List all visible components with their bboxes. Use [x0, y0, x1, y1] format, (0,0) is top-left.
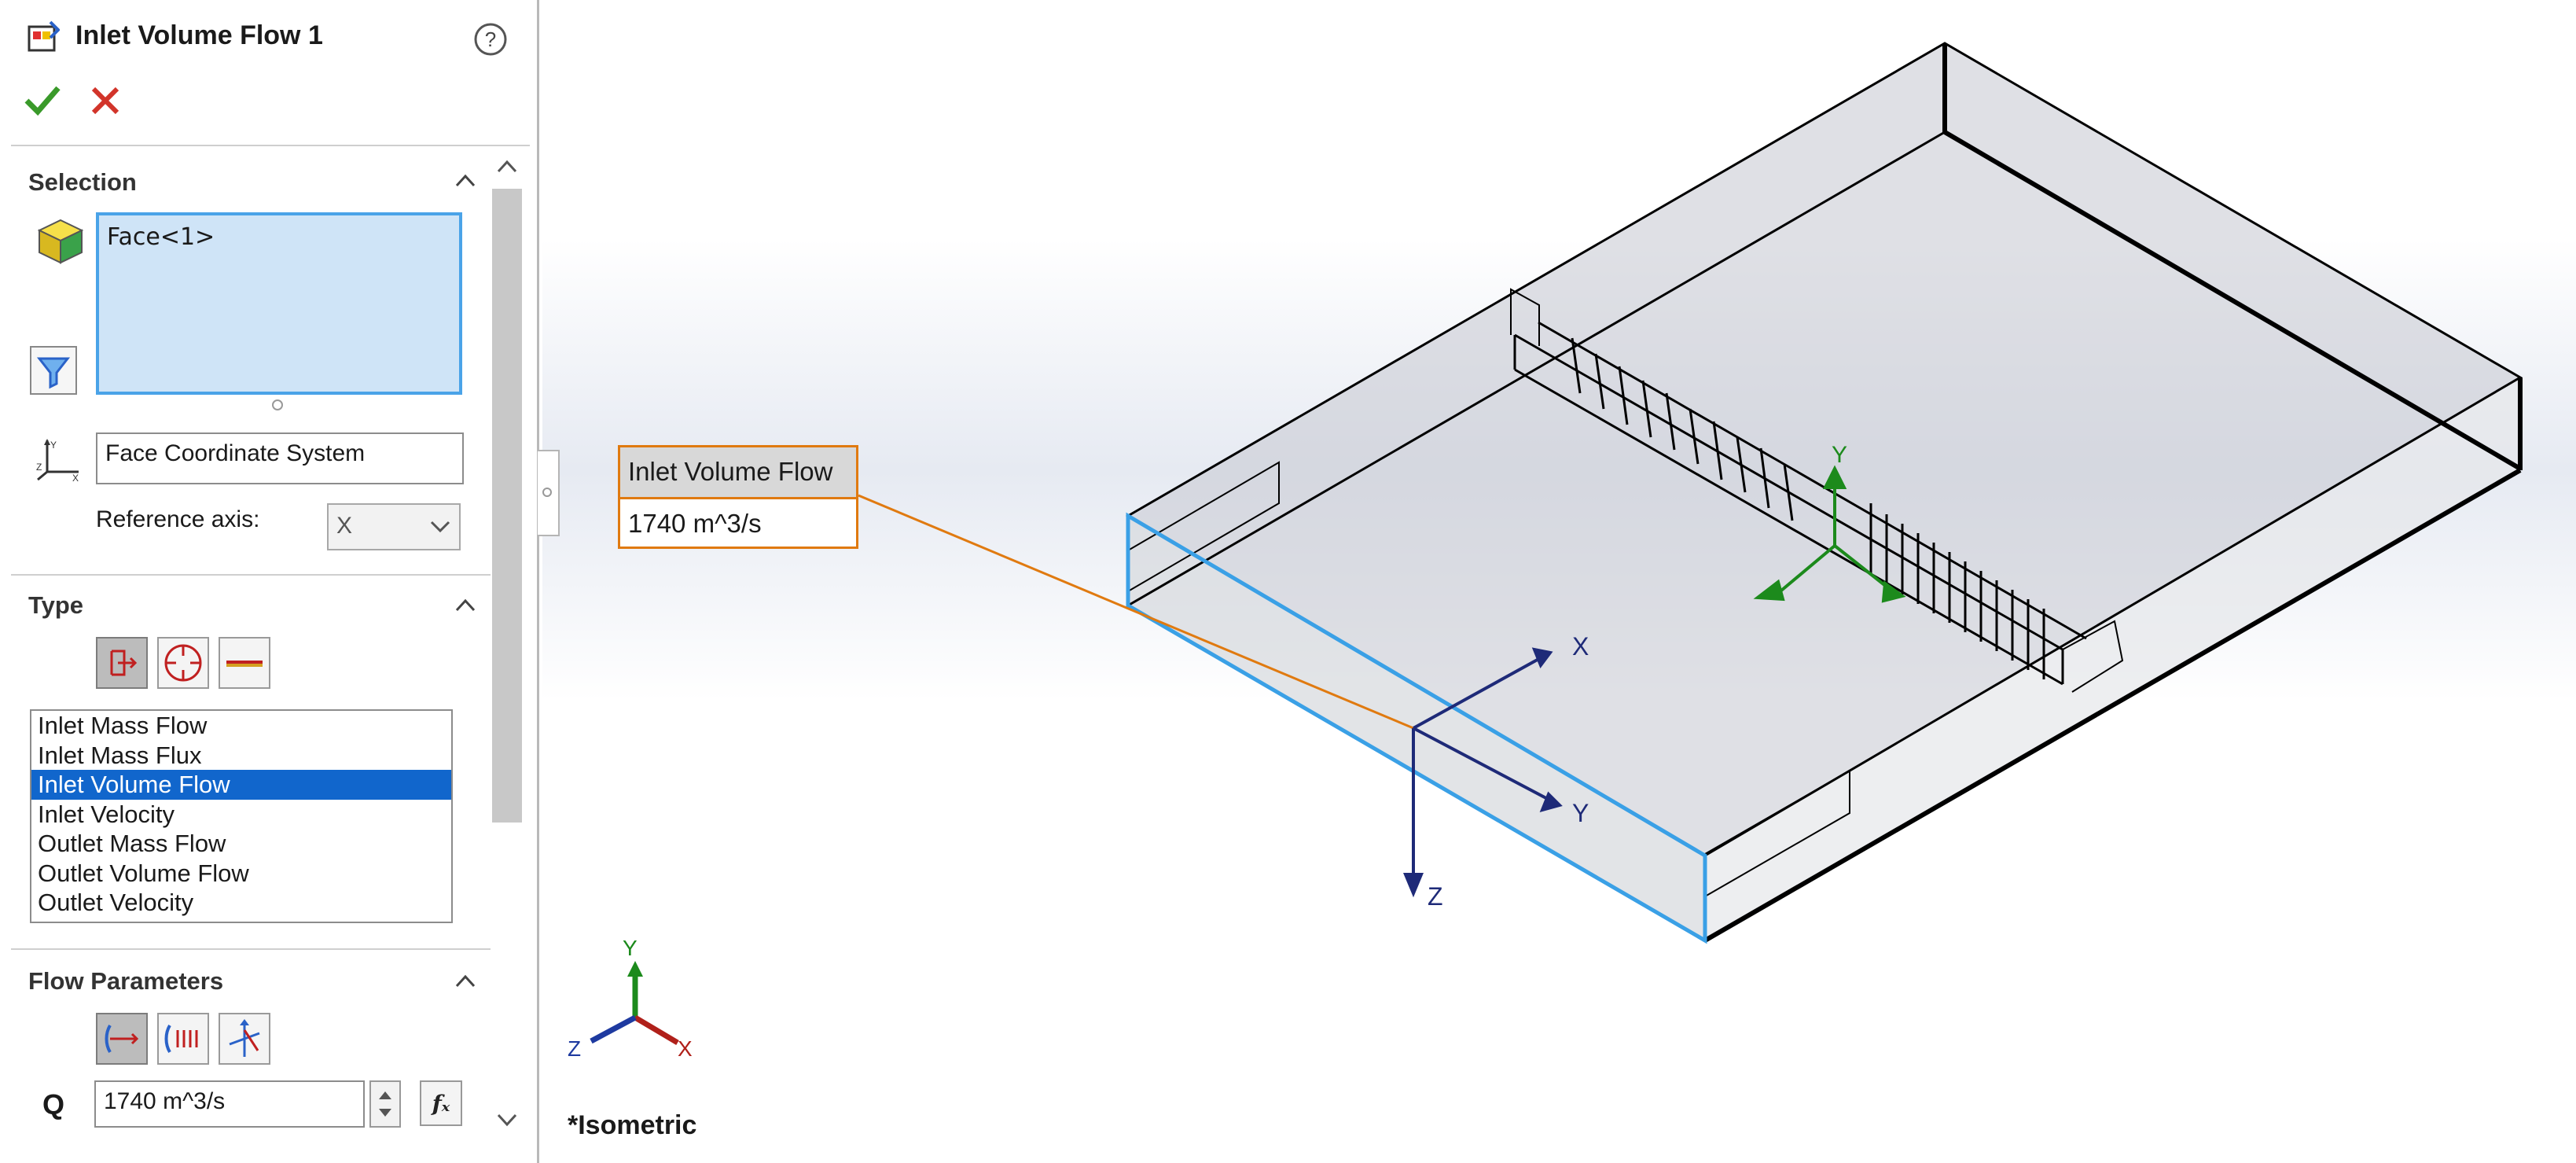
selection-listbox[interactable]: Face<1> [96, 212, 462, 395]
property-manager-panel: Inlet Volume Flow 1 ? Selection Face<1> … [0, 0, 539, 1163]
swirl-icon [164, 1024, 198, 1054]
callout-value[interactable]: 1740 m^3/s [618, 497, 858, 549]
collapse-chevron-icon[interactable] [454, 170, 476, 192]
scrollbar-thumb[interactable] [492, 189, 522, 823]
q-spinner[interactable] [369, 1080, 401, 1128]
scroll-down-icon[interactable] [495, 1110, 519, 1129]
triad-label-x: X [678, 1036, 693, 1061]
svg-text:?: ? [485, 28, 496, 51]
collapse-chevron-icon[interactable] [454, 970, 476, 992]
cancel-x-icon[interactable] [90, 85, 121, 116]
model-axes [1753, 465, 1906, 603]
inlet-arrow-icon [110, 650, 138, 676]
list-item[interactable]: Outlet Volume Flow [38, 859, 249, 887]
vector-direction-icon [229, 1019, 260, 1057]
model-axis-label-y: Y [1832, 442, 1848, 468]
axis-label-z: Z [1428, 882, 1443, 911]
list-item[interactable]: Inlet Velocity [38, 800, 175, 828]
listbox-resize-handle[interactable] [272, 399, 283, 410]
callout-leader-line [858, 494, 1414, 730]
boundary-type-list[interactable]: Inlet Mass Flow Inlet Mass Flux Inlet Vo… [30, 709, 453, 923]
divider [11, 145, 530, 146]
list-item[interactable]: Outlet Velocity [38, 889, 194, 916]
face-coordinate-axes [1403, 647, 1563, 898]
coordinate-system-icon: Y Z X [36, 439, 79, 483]
view-orientation-label: *Isometric [568, 1110, 697, 1140]
pressure-opening-icon [164, 644, 202, 682]
callout-title[interactable]: Inlet Volume Flow [618, 445, 858, 497]
normal-to-face-button[interactable] [96, 1013, 148, 1065]
reference-axis-value: X [336, 513, 353, 539]
divider [11, 948, 491, 950]
enclosure-model [1126, 42, 2523, 943]
volume-flow-input[interactable]: 1740 m^3/s [94, 1080, 365, 1128]
list-item[interactable]: Outlet Mass Flow [38, 830, 226, 857]
panel-title: Inlet Volume Flow 1 [75, 20, 323, 50]
vector-direction-button[interactable] [219, 1013, 270, 1065]
wall-icon [226, 661, 263, 667]
svg-text:Z: Z [36, 462, 42, 473]
selection-header: Selection [28, 168, 137, 196]
selected-inlet-face[interactable] [1126, 512, 1707, 944]
panel-collapse-tab[interactable] [538, 450, 560, 536]
type-header: Type [28, 591, 84, 619]
fx-icon: fₓ [431, 1091, 450, 1117]
filter-icon [36, 357, 71, 389]
divider [11, 574, 491, 576]
boundary-condition-icon [28, 20, 60, 52]
coordinate-system-field[interactable]: Face Coordinate System [96, 432, 464, 484]
chevron-down-icon [430, 521, 450, 533]
selected-face-item[interactable]: Face<1> [107, 223, 215, 251]
list-item[interactable]: Inlet Mass Flux [38, 741, 202, 769]
panel-scrollbar[interactable] [489, 149, 525, 1152]
fin-array [1571, 337, 2045, 679]
triad-label-z: Z [568, 1036, 582, 1061]
svg-text:X: X [72, 473, 79, 483]
axis-label-y: Y [1572, 799, 1589, 827]
flow-openings-button[interactable] [96, 637, 148, 689]
pressure-openings-button[interactable] [157, 637, 209, 689]
selection-filter-button[interactable] [30, 346, 77, 395]
normal-flow-icon [105, 1024, 139, 1054]
axis-label-x: X [1572, 632, 1589, 661]
q-label: Q [42, 1088, 65, 1121]
swirl-button[interactable] [157, 1013, 209, 1065]
reference-axis-label: Reference axis: [96, 506, 260, 532]
function-button[interactable]: fₓ [420, 1080, 462, 1126]
view-triad [590, 961, 679, 1046]
ok-check-icon[interactable] [24, 83, 61, 118]
flow-parameters-header: Flow Parameters [28, 967, 224, 995]
triad-label-y: Y [623, 936, 638, 960]
wall-button[interactable] [219, 637, 270, 689]
reference-axis-dropdown[interactable]: X [327, 503, 461, 550]
svg-text:Y: Y [50, 440, 57, 451]
list-item-selected[interactable]: Inlet Volume Flow [31, 770, 451, 800]
scroll-up-icon[interactable] [495, 157, 519, 176]
help-icon[interactable]: ? [473, 22, 508, 57]
svg-text:fₓ: fₓ [431, 1091, 450, 1117]
list-item[interactable]: Inlet Mass Flow [38, 712, 208, 739]
face-selection-icon [37, 219, 84, 264]
spinner-arrows-icon [379, 1091, 391, 1117]
collapse-chevron-icon[interactable] [454, 594, 476, 616]
